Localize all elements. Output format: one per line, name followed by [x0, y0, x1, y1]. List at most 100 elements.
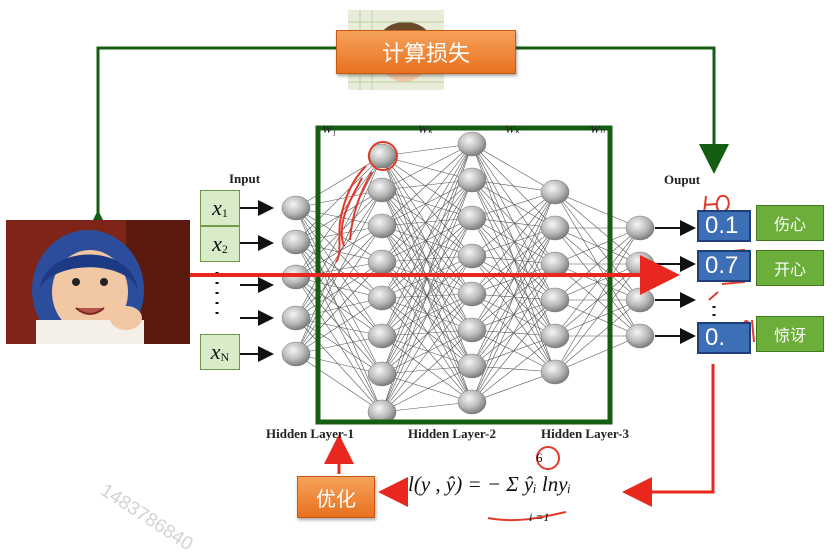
- neuron-node: [540, 359, 570, 385]
- compute-loss-button[interactable]: 计算损失: [336, 30, 516, 74]
- connection-edge: [471, 143, 556, 193]
- connection-edge: [381, 155, 473, 295]
- connection-edge: [381, 335, 473, 403]
- connection-edge: [295, 207, 383, 375]
- connection-edge: [295, 297, 383, 355]
- neuron-node: [625, 287, 655, 313]
- connection-edge: [381, 373, 473, 403]
- neuron-node: [540, 251, 570, 277]
- connection-edge: [381, 255, 473, 413]
- connection-edge: [471, 227, 556, 403]
- network-nodes: [281, 131, 655, 425]
- connection-edge: [295, 241, 383, 299]
- connection-edge: [295, 317, 383, 413]
- weight-label-2: Wₖ: [418, 122, 434, 136]
- neuron-node: [540, 287, 570, 313]
- connection-edge: [471, 179, 556, 301]
- connection-edge: [381, 189, 473, 257]
- neuron-node: [367, 323, 397, 349]
- network-svg: [83, 46, 755, 522]
- connection-edge: [554, 263, 641, 373]
- annotation-underline: [487, 511, 567, 522]
- connection-edge: [381, 155, 473, 219]
- loss-loop-right-arrow: [515, 46, 729, 174]
- neuron-node: [457, 317, 487, 343]
- connection-edge: [295, 335, 383, 355]
- connection-edge: [471, 191, 556, 219]
- loss-formula: l(y , ŷ) = − Σ ŷᵢ lnyᵢ: [408, 472, 571, 496]
- emotion-surprise: 惊讶: [756, 316, 824, 352]
- weight-label-1: W₁: [322, 122, 337, 136]
- connection-edge: [554, 227, 641, 265]
- connection-edge: [381, 189, 473, 219]
- annotation-scribble: [335, 165, 373, 263]
- connection-edge: [295, 353, 383, 375]
- neuron-node: [540, 323, 570, 349]
- hidden-layer-1-label: Hidden Layer-1: [266, 426, 354, 441]
- connection-edge: [295, 317, 383, 375]
- connection-edge: [295, 241, 383, 337]
- neuron-node: [367, 361, 397, 387]
- optimize-button[interactable]: 优化: [297, 476, 375, 518]
- connection-edge: [295, 353, 383, 413]
- connection-edge: [381, 143, 473, 263]
- connection-edge: [381, 329, 473, 413]
- connection-edge: [554, 191, 641, 229]
- connection-edge: [295, 155, 383, 278]
- connection-edge: [554, 227, 641, 373]
- connection-edge: [381, 297, 473, 367]
- neuron-node: [367, 249, 397, 275]
- connection-edge: [295, 276, 383, 413]
- connection-edge: [471, 255, 556, 301]
- connection-edge: [295, 155, 383, 243]
- connection-edge: [295, 276, 383, 337]
- connection-edge: [381, 293, 473, 413]
- network-connections: [295, 143, 641, 413]
- neuron-node: [457, 131, 487, 157]
- neuron-node: [367, 177, 397, 203]
- connection-edge: [381, 155, 473, 257]
- connection-edge: [295, 276, 383, 299]
- connection-edge: [381, 179, 473, 299]
- connection-edge: [381, 401, 473, 413]
- neuron-node: [457, 167, 487, 193]
- hidden-layer-2-label: Hidden Layer-2: [408, 426, 496, 441]
- connection-edge: [295, 276, 383, 375]
- output-value-3: 0.: [697, 322, 751, 354]
- neuron-node: [281, 341, 311, 367]
- connection-edge: [471, 335, 556, 403]
- connection-edge: [381, 143, 473, 299]
- weight-label-4: Wₙ: [590, 122, 605, 136]
- connection-edge: [295, 225, 383, 355]
- connection-edge: [471, 299, 556, 403]
- annotation-tick: [708, 291, 719, 301]
- connection-edge: [471, 255, 556, 337]
- connection-edge: [295, 207, 383, 413]
- connection-edge: [381, 143, 473, 191]
- connection-edge: [471, 179, 556, 337]
- connection-edge: [471, 217, 556, 301]
- annotation-circle: [368, 141, 398, 171]
- neuron-node: [281, 305, 311, 331]
- output-value-1: 0.1: [697, 210, 751, 242]
- connection-edge: [471, 191, 556, 331]
- connection-edge: [471, 227, 556, 257]
- neuron-node: [281, 229, 311, 255]
- connection-edge: [471, 191, 556, 367]
- weight-label-3: Wₖ: [505, 122, 521, 136]
- connection-edge: [471, 179, 556, 265]
- connection-edge: [471, 263, 556, 403]
- connection-edge: [554, 227, 641, 301]
- connection-edge: [381, 143, 473, 227]
- connection-edge: [295, 189, 383, 355]
- connection-edge: [381, 225, 473, 295]
- neuron-node: [540, 179, 570, 205]
- connection-edge: [471, 191, 556, 257]
- output-value-2: 0.7: [697, 250, 751, 282]
- connection-edge: [381, 365, 473, 413]
- neuron-node: [457, 205, 487, 231]
- loss-to-formula-arrow: [622, 364, 715, 507]
